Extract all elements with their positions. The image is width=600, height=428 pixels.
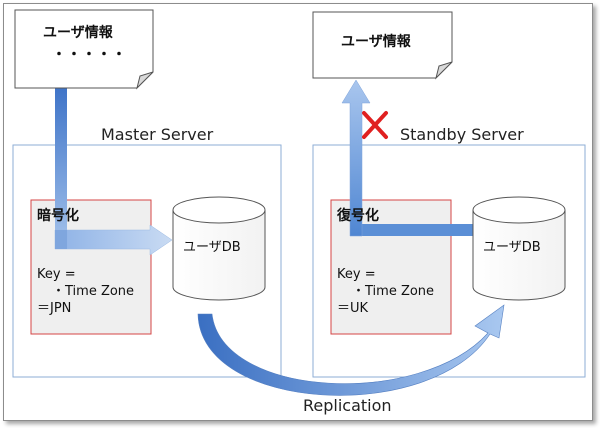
decrypt-key-line1: Key = xyxy=(337,267,376,282)
master-doc-fold xyxy=(136,71,154,90)
master-doc-body: ・・・・・ xyxy=(52,47,127,63)
standby-server-label: Standby Server xyxy=(400,125,524,144)
master-server-label: Master Server xyxy=(101,125,214,144)
standby-db-label: ユーザDB xyxy=(483,240,541,255)
encrypt-title: 暗号化 xyxy=(37,208,79,224)
standby-doc-title: ユーザ情報 xyxy=(341,34,411,50)
master-doc-title: ユーザ情報 xyxy=(43,25,113,41)
master-flow-vertical xyxy=(55,88,67,236)
master-db-cylinder xyxy=(172,196,266,301)
master-flow-corner xyxy=(55,230,67,249)
standby-flow-horizontal xyxy=(351,224,475,236)
blocked-cross-icon xyxy=(362,111,388,139)
decrypt-title: 復号化 xyxy=(337,208,379,224)
standby-doc-fold xyxy=(435,61,453,80)
decrypt-key-line3: ＝UK xyxy=(337,301,369,316)
encrypt-key-line2: ・Time Zone xyxy=(52,284,135,299)
master-db-label: ユーザDB xyxy=(183,240,241,255)
standby-up-arrow xyxy=(341,79,371,237)
encrypt-process-box xyxy=(30,199,152,335)
replication-label: Replication xyxy=(303,396,392,415)
master-flow-arrow xyxy=(54,224,173,256)
standby-db-cylinder xyxy=(472,196,566,301)
replication-arrow xyxy=(197,304,505,396)
decrypt-key-line2: ・Time Zone xyxy=(352,284,435,299)
encrypt-key-line3: ＝JPN xyxy=(37,301,72,316)
encrypt-key-line1: Key = xyxy=(37,267,76,282)
